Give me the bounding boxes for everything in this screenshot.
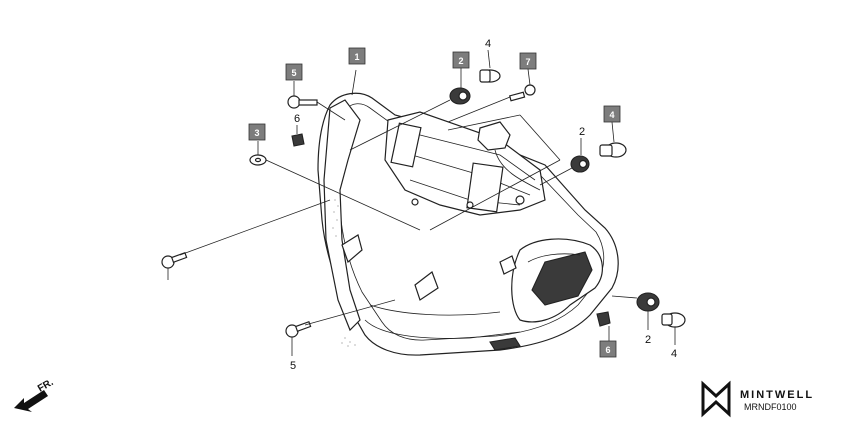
- svg-text:4: 4: [609, 110, 614, 120]
- bolt-upper-left: [287, 95, 318, 109]
- callout-number-4-top: 4: [485, 38, 491, 50]
- collar-upper: [479, 69, 501, 83]
- callout-5[interactable]: 5: [285, 63, 303, 81]
- grommet-right: [570, 155, 590, 173]
- svg-text:6: 6: [605, 345, 610, 355]
- washer-left: [249, 154, 267, 166]
- front-arrow-icon: FR.: [14, 377, 56, 412]
- svg-text:2: 2: [458, 56, 463, 66]
- callout-1[interactable]: 1: [348, 47, 366, 65]
- svg-text:5: 5: [291, 68, 296, 78]
- mintwell-logo-icon: [701, 380, 731, 418]
- leader-lines: [167, 49, 676, 356]
- callout-number-2-bottom: 2: [645, 334, 651, 346]
- brand-name: MINTWELL: [740, 389, 814, 401]
- callout-3[interactable]: 3: [248, 123, 266, 141]
- callout-4[interactable]: 4: [603, 105, 621, 123]
- clip-lower-right: [596, 311, 611, 327]
- collar-right: [599, 142, 627, 158]
- bolt-lower-left: [161, 251, 188, 269]
- callout-number-4-bottom: 4: [671, 348, 677, 360]
- callout-number-5-bottom: 5: [290, 360, 296, 372]
- callout-6[interactable]: 6: [599, 340, 617, 358]
- svg-text:7: 7: [525, 57, 530, 67]
- diagram-code: MRNDF0100: [744, 402, 797, 412]
- callout-number-6-left: 6: [294, 113, 300, 125]
- collar-lower-right: [661, 312, 686, 328]
- screw-upper: [508, 84, 536, 102]
- grommet-upper: [449, 87, 471, 105]
- callout-2[interactable]: 2: [452, 51, 470, 69]
- grommet-lower-right: [636, 292, 660, 312]
- svg-text:3: 3: [254, 128, 259, 138]
- callout-7[interactable]: 7: [519, 52, 537, 70]
- clip-upper-left: [291, 133, 305, 147]
- svg-text:1: 1: [354, 52, 359, 62]
- headlight-housing: [317, 92, 619, 356]
- svg-text:FR.: FR.: [36, 377, 56, 395]
- bolt-lower-center: [285, 320, 312, 338]
- callout-number-2-right: 2: [579, 126, 585, 138]
